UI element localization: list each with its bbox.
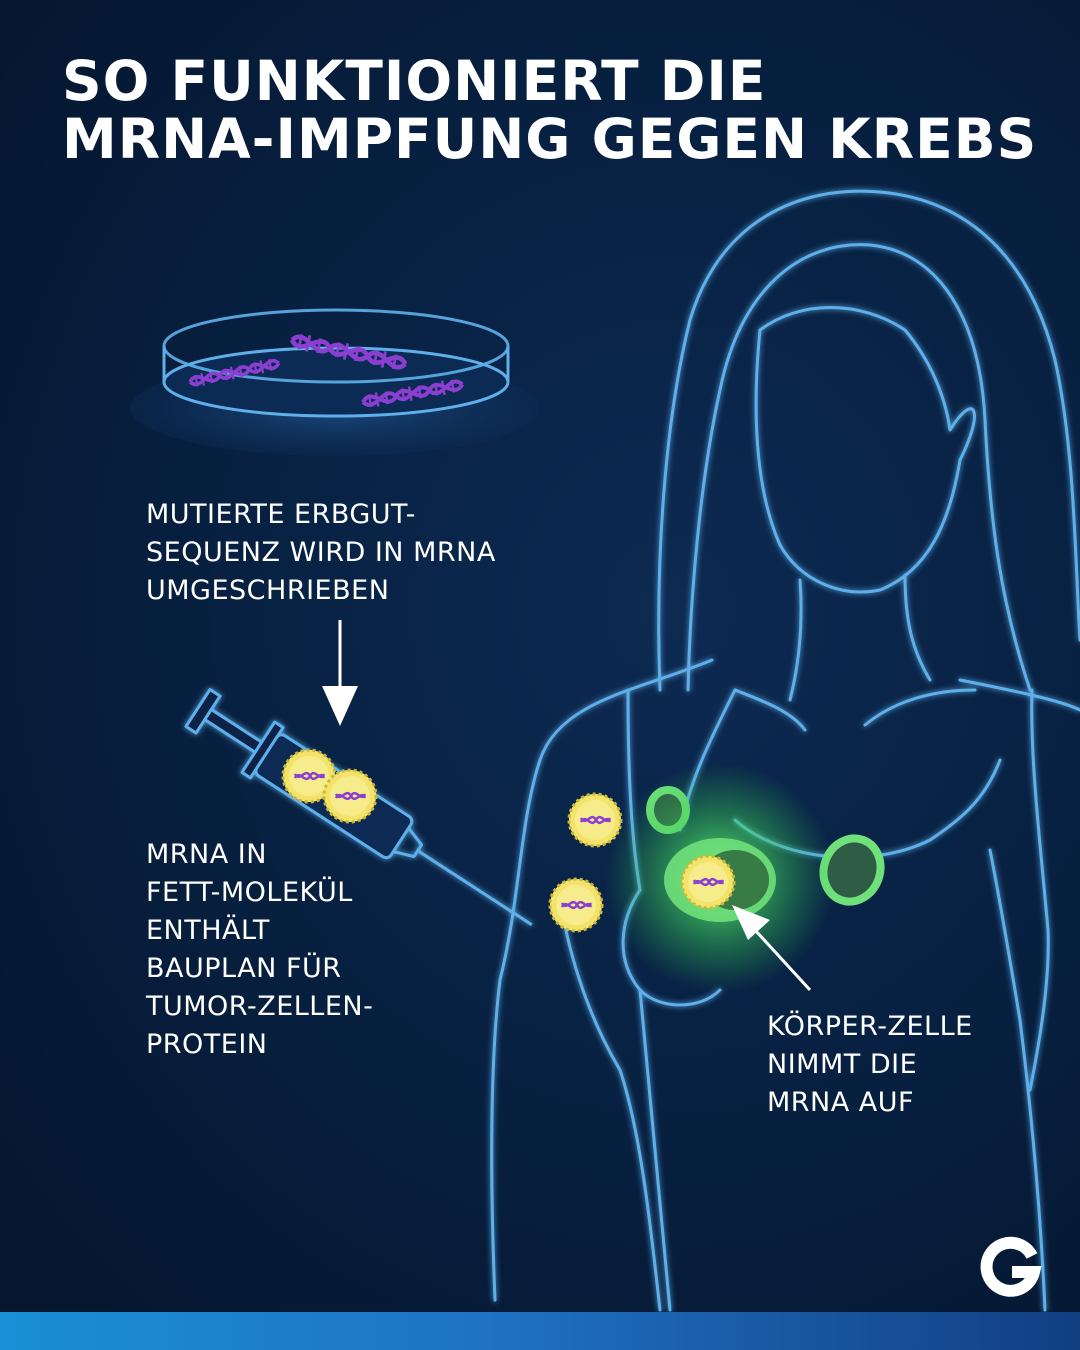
label-cell-line: NIMMT DIE xyxy=(767,1049,918,1080)
title-line-1: SO FUNKTIONIERT DIE xyxy=(62,49,767,113)
label-lipid-line: ENTHÄLT xyxy=(146,915,270,946)
lipid-nanoparticle-icon xyxy=(322,768,378,824)
label-cell: KÖRPER-ZELLE NIMMT DIE MRNA AUF xyxy=(767,1008,973,1122)
label-sequence-line: UMGESCHRIEBEN xyxy=(146,575,390,606)
g-logo-icon xyxy=(980,1236,1042,1297)
label-lipid-line: TUMOR-ZELLEN- xyxy=(146,991,374,1022)
arrow-icon xyxy=(732,905,812,992)
arrow-icon xyxy=(322,620,358,726)
label-lipid-line: MRNA IN xyxy=(146,839,267,870)
woman-silhouette xyxy=(490,189,1080,1312)
label-lipid: MRNA IN FETT-MOLEKÜL ENTHÄLT BAUPLAN FÜR… xyxy=(146,836,373,1064)
body-cell-icon xyxy=(605,763,835,993)
label-cell-line: KÖRPER-ZELLE xyxy=(767,1011,973,1042)
page-title: SO FUNKTIONIERT DIE MRNA-IMPFUNG GEGEN K… xyxy=(62,52,1052,168)
lipid-nanoparticle-icon xyxy=(548,877,604,933)
petri-dish-icon xyxy=(130,308,540,456)
label-cell-line: MRNA AUF xyxy=(767,1087,915,1118)
label-lipid-line: FETT-MOLEKÜL xyxy=(146,877,353,908)
label-lipid-line: PROTEIN xyxy=(146,1029,268,1060)
label-sequence: MUTIERTE ERBGUT- SEQUENZ WIRD IN MRNA UM… xyxy=(146,496,496,610)
title-line-2: MRNA-IMPFUNG GEGEN KREBS xyxy=(62,107,1038,171)
bottom-bar xyxy=(0,1312,1080,1350)
label-lipid-line: BAUPLAN FÜR xyxy=(146,953,342,984)
label-sequence-line: MUTIERTE ERBGUT- xyxy=(146,499,416,530)
label-sequence-line: SEQUENZ WIRD IN MRNA xyxy=(146,537,496,568)
